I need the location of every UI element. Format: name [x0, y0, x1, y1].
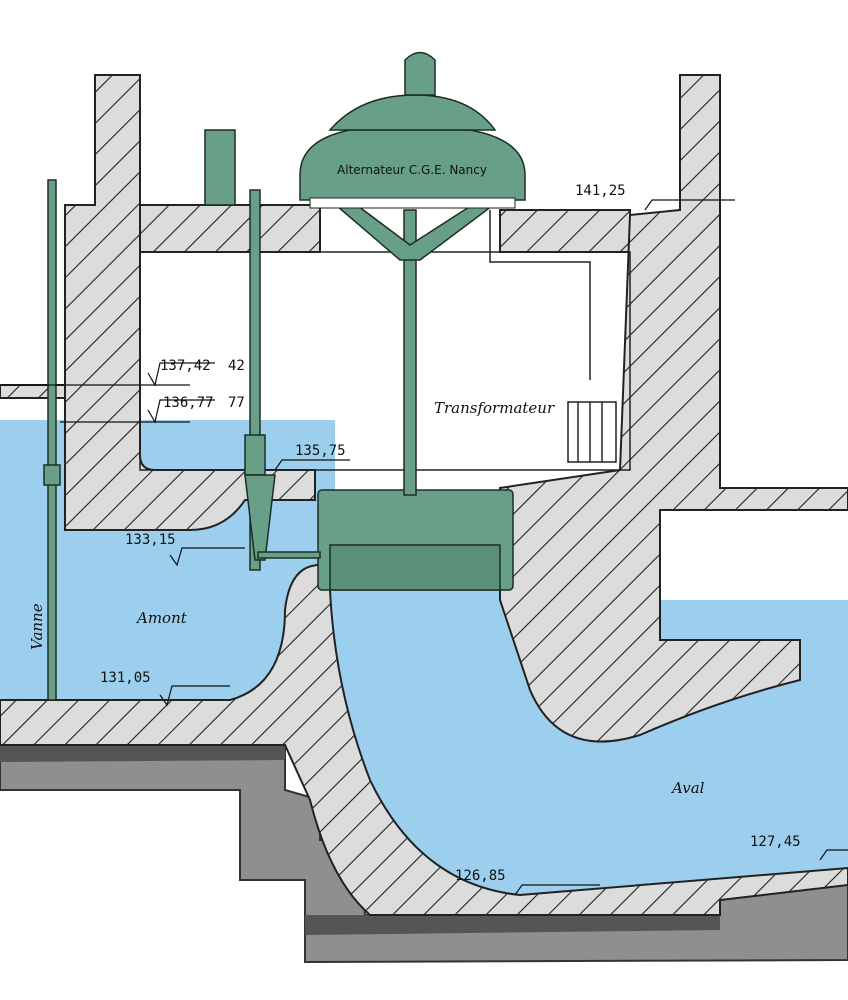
- level-42: 42: [228, 358, 245, 374]
- main-shaft: [403, 209, 417, 496]
- machinery: [43, 51, 526, 701]
- level-marks: [0, 199, 848, 896]
- vanne-label: Vanne: [28, 603, 46, 650]
- amont-label: Amont: [135, 609, 188, 627]
- level-131-05: 131,05: [100, 670, 151, 686]
- level-136-77: 136,77: [163, 395, 214, 411]
- gate-rod: [47, 179, 57, 701]
- level-137-42: 137,42: [160, 358, 211, 374]
- level-141-25: 141,25: [575, 183, 626, 199]
- level-127-45: 127,45: [750, 834, 801, 850]
- level-77: 77: [228, 395, 245, 411]
- level-133-15: 133,15: [125, 532, 176, 548]
- aval-label: Aval: [670, 779, 705, 797]
- level-126-85: 126,85: [455, 868, 506, 884]
- room-interior: [139, 251, 631, 471]
- transformer-label: Transformateur: [434, 399, 555, 417]
- generator: [299, 129, 526, 201]
- level-135-75: 135,75: [295, 443, 346, 459]
- transformer-icon: [489, 210, 617, 463]
- governor-shaft: [249, 189, 261, 571]
- generator-label: Alternateur C.G.E. Nancy: [337, 163, 487, 177]
